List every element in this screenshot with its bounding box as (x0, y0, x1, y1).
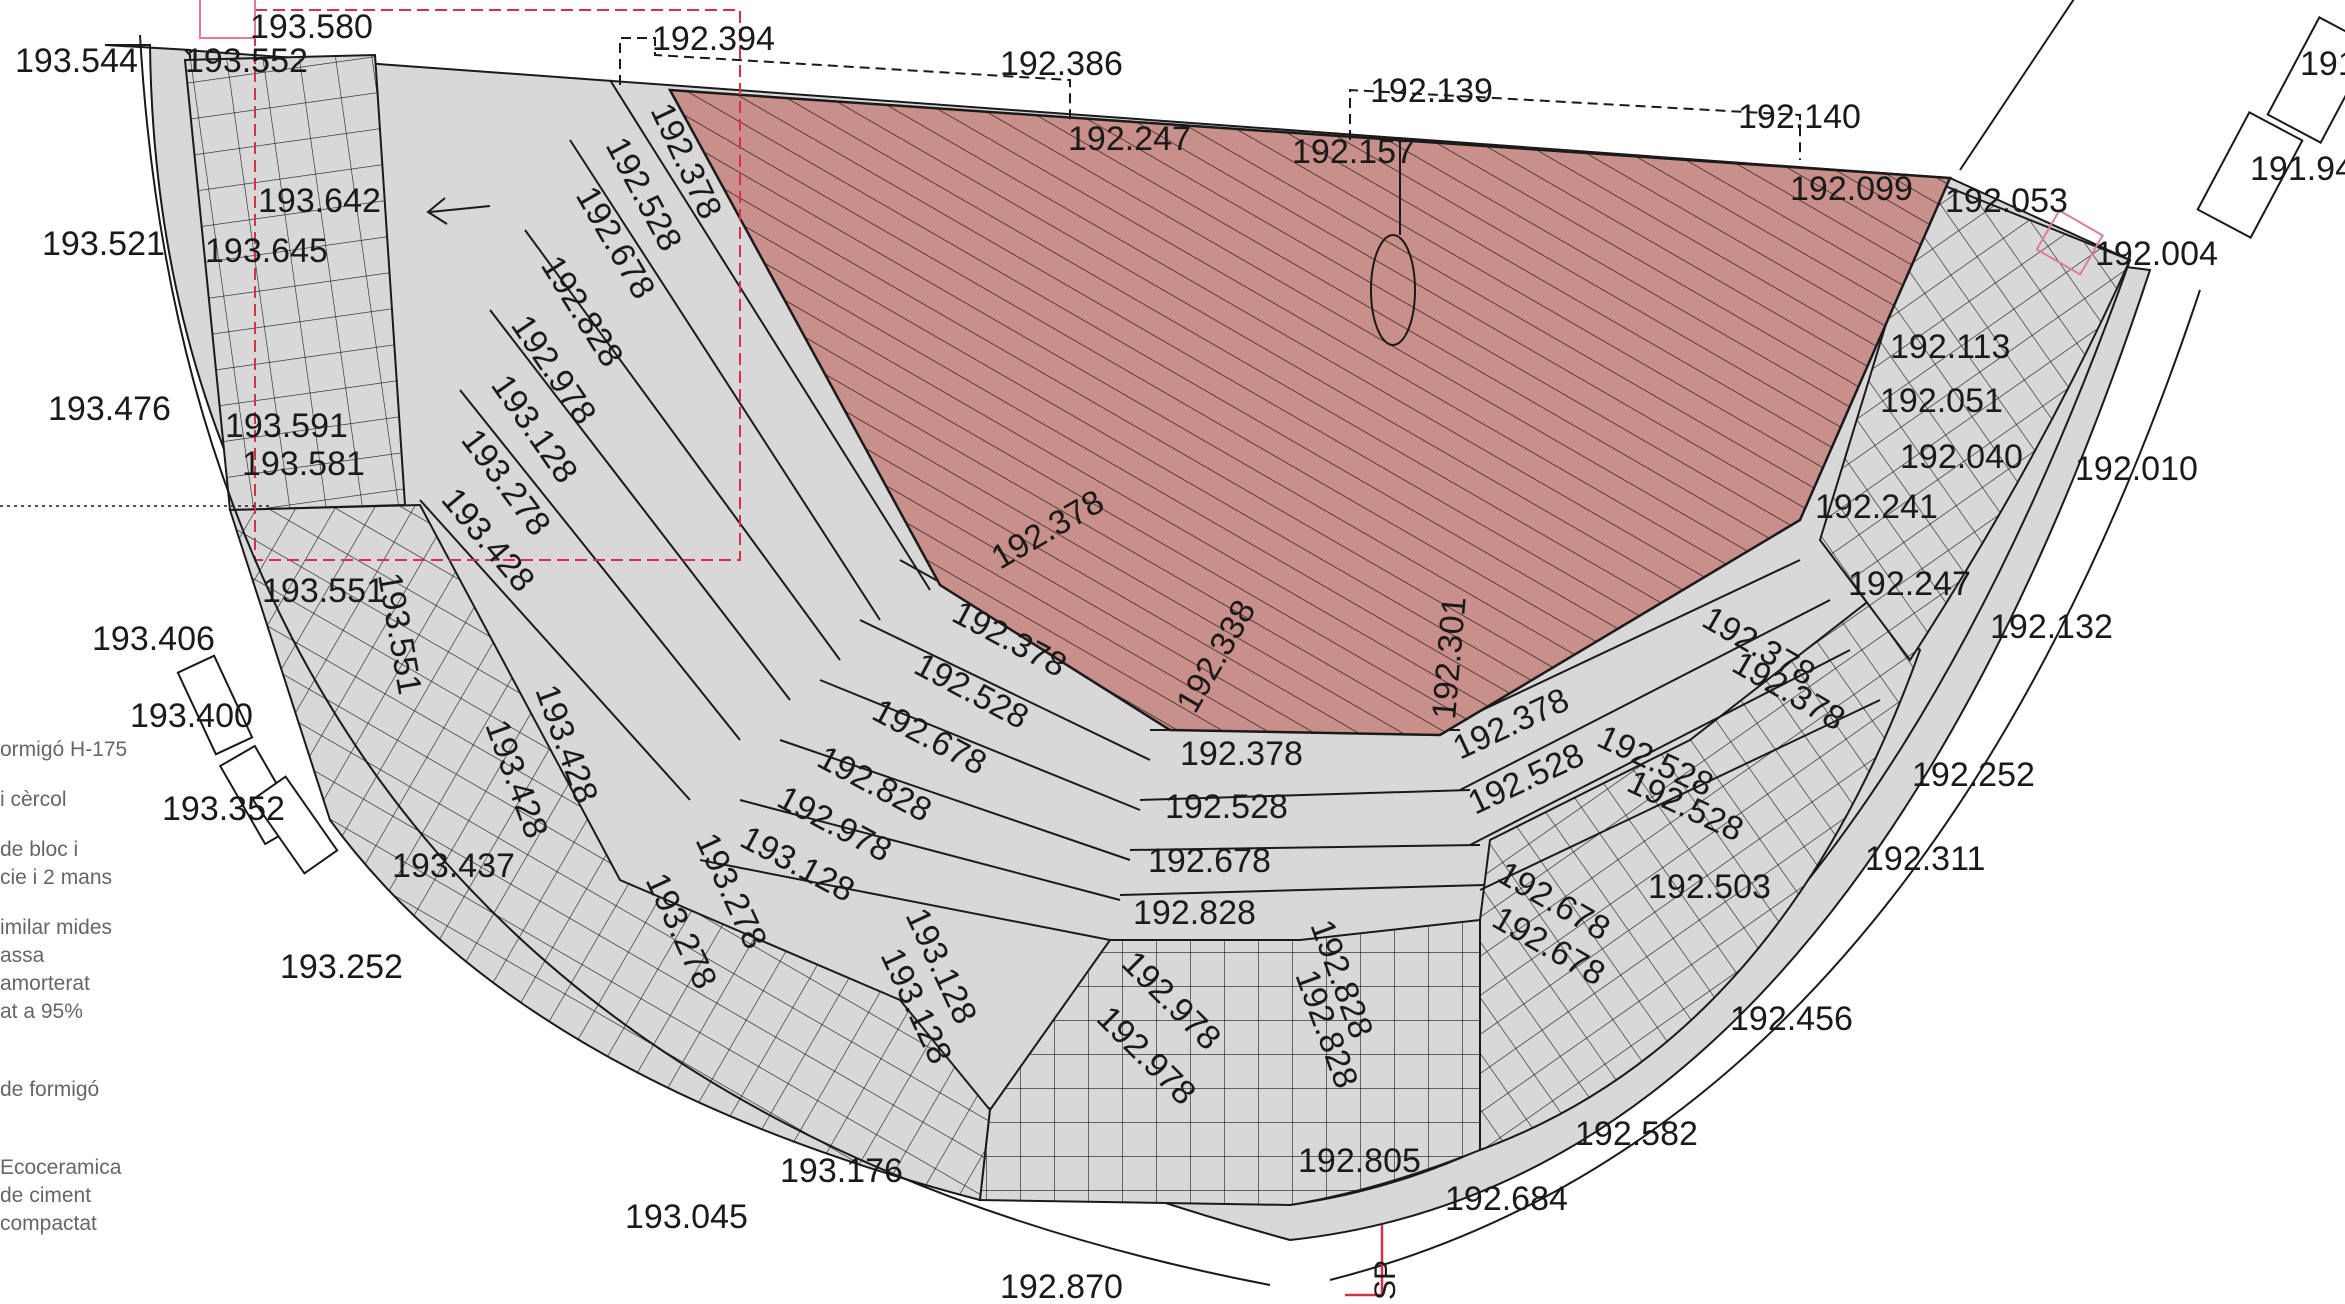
red-dashed-rectangle (254, 9, 741, 561)
pink-marker-top-left (199, 0, 256, 39)
elevation-label: 193.521 (42, 225, 165, 263)
elevation-label: 191 (2300, 45, 2345, 83)
elevation-label: 192.252 (1912, 756, 2035, 794)
legend-line: ormigó H-175 (0, 738, 128, 761)
step-label: 192.528 (1165, 788, 1288, 826)
legend-line: imilar mides (0, 916, 113, 939)
inner-level-label: 193.591 (225, 407, 348, 445)
inner-level-label: 192.247 (1848, 565, 1971, 603)
elevation-label: 193.580 (250, 8, 373, 46)
left-edge-blocks (176, 654, 339, 875)
inner-level-label: 193.642 (258, 182, 381, 220)
inner-level-label: 193.437 (392, 847, 515, 885)
direction-arrow-icon (426, 197, 491, 225)
legend-line: assa (0, 944, 45, 967)
elevation-label: 192.132 (1990, 608, 2113, 646)
section-mark-label: SP (1369, 1260, 1402, 1300)
elevation-label: 193.552 (185, 42, 308, 80)
diagonal-boundary (1959, 0, 2075, 171)
legend-line: compactat (0, 1212, 97, 1235)
step-label: 192.828 (1133, 894, 1256, 932)
inner-level-label: 192.157 (1292, 133, 1415, 171)
grid-lower-right (1479, 598, 1922, 1152)
elevation-label: 193.400 (130, 697, 253, 735)
legend-line: de formigó (0, 1078, 100, 1101)
elevation-label: 192.456 (1730, 1000, 1853, 1038)
elevation-label: 193.352 (162, 790, 285, 828)
inner-level-label: 192.040 (1900, 438, 2023, 476)
inner-level-label: 192.503 (1648, 868, 1771, 906)
inner-level-label: 192.386 (1000, 45, 1123, 83)
hatched-lawn-area (667, 88, 1952, 737)
top-right-blocks (2196, 16, 2345, 239)
legend-line: de bloc i (0, 838, 79, 861)
inner-level-label: 193.551 (262, 572, 385, 610)
elevation-label: 192.582 (1575, 1115, 1698, 1153)
inner-level-label: 192.247 (1068, 120, 1191, 158)
inner-level-label: 192.241 (1815, 488, 1938, 526)
inner-level-label: 192.099 (1790, 170, 1913, 208)
elevation-label: 193.406 (92, 620, 215, 658)
elevation-label: 192.004 (2095, 235, 2218, 273)
legend-line: i cèrcol (0, 788, 67, 811)
elevation-label: 192.053 (1945, 182, 2068, 220)
outer-arc-1 (139, 34, 1271, 1286)
elevation-label: 192.684 (1445, 1180, 1568, 1218)
dashed-outline-top (619, 37, 1801, 160)
inner-level-label: 193.581 (242, 445, 365, 483)
elevation-label: 193.476 (48, 390, 171, 428)
section-marker (1345, 1225, 1384, 1297)
elevation-label: 191.94 (2250, 150, 2345, 188)
legend-line: Ecoceramica (0, 1156, 122, 1179)
inner-level-label: 192.805 (1298, 1142, 1421, 1180)
legend-line: amorterat (0, 972, 90, 995)
step-label: 192.378 (1180, 735, 1303, 773)
elevation-label: 192.311 (1865, 840, 1985, 878)
step-label: 192.678 (1148, 842, 1271, 880)
elevation-label: 192.010 (2075, 450, 2198, 488)
legend-partial: ormigó H-175 i cèrcol de bloc i cie i 2 … (0, 736, 170, 1238)
pink-marker-right (2035, 209, 2105, 276)
inner-level-label: 192.113 (1890, 328, 2010, 366)
inner-level-label: 193.645 (205, 232, 328, 270)
inner-level-label: 193.176 (780, 1152, 903, 1190)
elevation-label: 192.870 (1000, 1268, 1123, 1304)
legend-line: cie i 2 mans (0, 866, 113, 889)
inner-level-label: 192.394 (652, 20, 775, 58)
elevation-label: 193.045 (625, 1198, 748, 1236)
elevation-label: 193.252 (280, 948, 403, 986)
inner-level-label: 192.140 (1738, 98, 1861, 136)
legend-line: at a 95% (0, 1000, 83, 1023)
tree-oval (1370, 234, 1416, 346)
inner-level-label: 192.139 (1370, 72, 1493, 110)
legend-line: de ciment (0, 1184, 92, 1207)
outer-arc-2 (1329, 289, 2201, 1281)
inner-level-label: 192.051 (1880, 382, 2003, 420)
step-labels-center: 192.378 192.528 192.678 192.828 (1133, 735, 1303, 932)
elevation-label: 193.544 (15, 42, 138, 80)
